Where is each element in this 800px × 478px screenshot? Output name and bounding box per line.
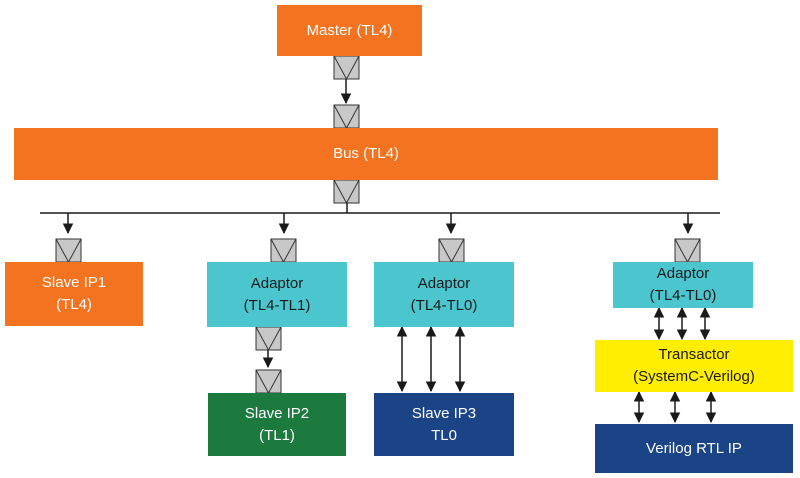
adaptor-tl1-box: Adaptor (TL4-TL1) [207, 262, 347, 327]
slave-ip2-name: Slave IP2 [244, 404, 310, 422]
slave-ip2-box: Slave IP2 (TL1) [208, 393, 346, 456]
port-icon [255, 369, 282, 395]
adaptor-tl0-name: Adaptor [417, 274, 471, 292]
adaptor-tl1-levels: (TL4-TL1) [243, 296, 311, 314]
bus-box: Bus (TL4) [14, 128, 718, 180]
master-label: Master (TL4) [306, 21, 393, 39]
port-icon [674, 238, 701, 264]
slave-ip1-name: Slave IP1 [41, 274, 107, 291]
transactor-box: Transactor (SystemC-Verilog) [595, 340, 793, 392]
slave-ip1-box: Slave IP1 (TL4) [5, 262, 143, 326]
transactor-type: (SystemC-Verilog) [633, 368, 755, 385]
slave-ip2-level: (TL1) [259, 426, 295, 444]
port-icon [333, 55, 360, 81]
port-icon [55, 238, 82, 264]
adaptor-tl0-levels: (TL4-TL0) [410, 296, 478, 314]
master-box: Master (TL4) [277, 5, 422, 56]
port-icon [438, 238, 465, 264]
bus-label: Bus (TL4) [333, 145, 399, 162]
transactor-name: Transactor [658, 346, 730, 363]
adaptor-rtl-box: Adaptor (TL4-TL0) [613, 262, 753, 308]
port-icon [270, 238, 297, 264]
slave-ip1-level: (TL4) [56, 296, 92, 313]
adaptor-tl0-box: Adaptor (TL4-TL0) [374, 262, 514, 327]
port-icon [333, 104, 360, 130]
verilog-rtl-ip-label: Verilog RTL IP [646, 439, 742, 457]
slave-ip3-name: Slave IP3 [411, 404, 477, 422]
slave-ip3-level: TL0 [431, 426, 457, 444]
verilog-rtl-ip-box: Verilog RTL IP [595, 424, 793, 473]
port-icon [255, 326, 282, 352]
adaptor-rtl-name: Adaptor [656, 265, 710, 282]
adaptor-rtl-levels: (TL4-TL0) [649, 287, 717, 304]
adaptor-tl1-name: Adaptor [250, 274, 304, 292]
slave-ip3-box: Slave IP3 TL0 [374, 393, 514, 456]
port-icon [333, 179, 360, 205]
